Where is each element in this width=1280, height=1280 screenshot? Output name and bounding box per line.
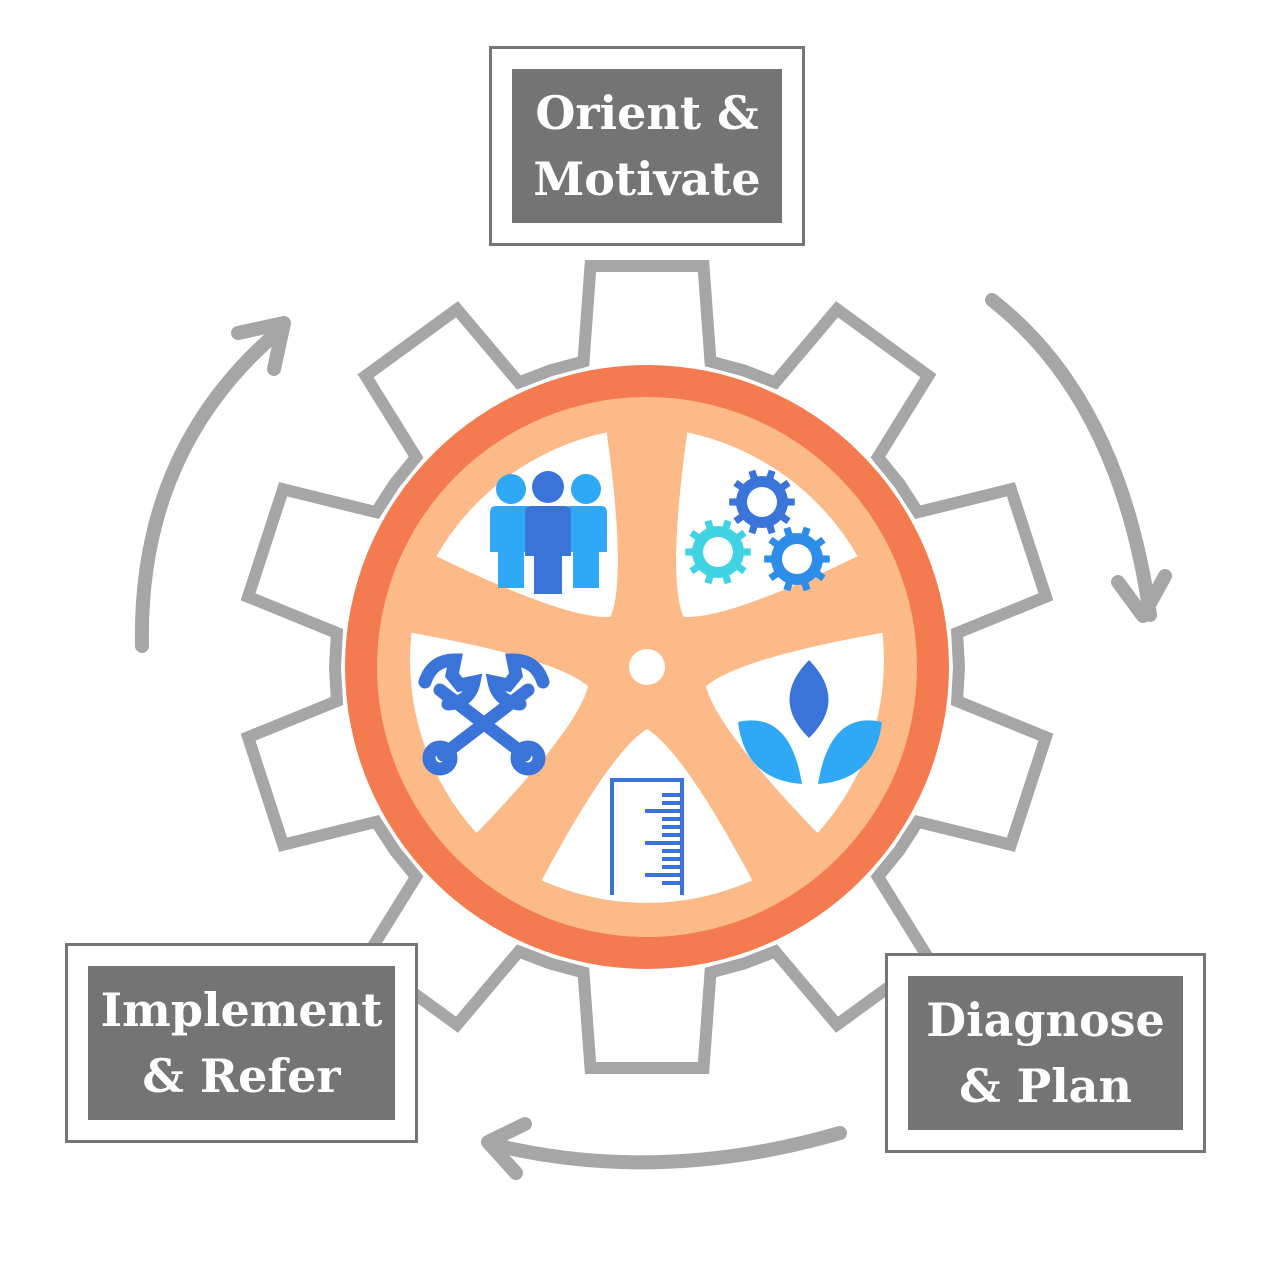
stage-orient-label: Orient & Motivate [512,69,782,223]
sprout-icon [738,660,882,784]
stage-orient-box: Orient & Motivate [489,46,805,246]
cog-shape [764,526,830,592]
wheel-sector [706,632,884,834]
wheel-sector [541,729,753,903]
cog-shape [685,519,751,585]
arrow-implement-to-orient [134,316,291,653]
stage-orient-line-2: Motivate [533,152,761,206]
stage-implement-line-2: & Refer [142,1049,341,1103]
stage-implement-line-1: Implement [100,983,383,1037]
stage-implement-box: Implement & Refer [65,943,418,1143]
arrow-orient-to-diagnose [985,293,1172,623]
cog-shape [729,469,795,535]
arrow-diagnose-to-implement [481,1117,847,1180]
people-icon [490,471,607,594]
stage-implement-label: Implement & Refer [88,966,395,1120]
wrench-icon [418,653,550,776]
ruler-icon [610,778,684,895]
gears-icon [685,469,830,592]
stage-diagnose-box: Diagnose & Plan [885,953,1206,1153]
stage-orient-line-1: Orient & [535,86,759,140]
wheel [345,365,949,969]
stage-diagnose-label: Diagnose & Plan [908,976,1183,1130]
stage-diagnose-line-2: & Plan [959,1059,1132,1113]
stage-diagnose-line-1: Diagnose [926,993,1165,1047]
